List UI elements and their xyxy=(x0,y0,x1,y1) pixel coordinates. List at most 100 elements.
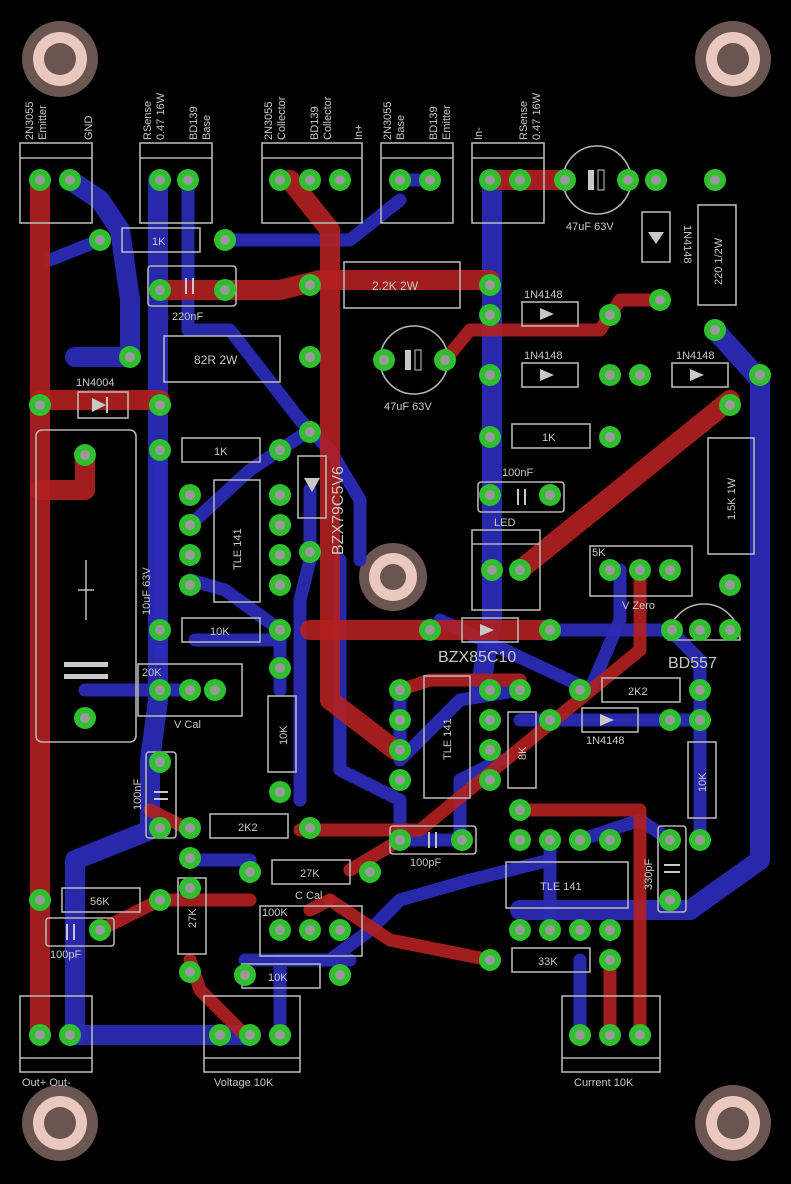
svg-text:1N4004: 1N4004 xyxy=(76,377,115,389)
pad xyxy=(269,439,291,461)
label-rsense-a-sub: 0.47 16W xyxy=(155,92,167,140)
pad xyxy=(299,421,321,443)
svg-text:330pF: 330pF xyxy=(643,859,655,890)
pad xyxy=(269,514,291,536)
connector-2n3055-emitter-gnd xyxy=(19,142,93,224)
mount-hole-top-right xyxy=(695,21,771,97)
svg-text:V Cal: V Cal xyxy=(174,719,201,731)
resistor-2k2-b: 2K2 xyxy=(209,813,289,839)
label-gnd: GND xyxy=(83,116,95,141)
svg-text:27K: 27K xyxy=(300,868,320,880)
pad xyxy=(89,919,111,941)
label-in-minus: In- xyxy=(473,127,485,140)
svg-text:1N4148: 1N4148 xyxy=(681,225,693,264)
svg-text:100pF: 100pF xyxy=(410,857,441,869)
pad xyxy=(479,709,501,731)
mount-hole-bottom-right xyxy=(695,1085,771,1161)
resistor-1k5-1w: 1.5K 1W xyxy=(707,437,755,555)
svg-text:8K: 8K xyxy=(517,746,529,760)
label-bd139-base-sub: Base xyxy=(201,115,213,140)
svg-text:2K2: 2K2 xyxy=(628,686,648,698)
svg-text:1N4148: 1N4148 xyxy=(586,735,625,747)
resistor-10k-a: 10K xyxy=(181,617,261,643)
svg-text:1.5K 1W: 1.5K 1W xyxy=(726,477,738,520)
pad xyxy=(434,349,456,371)
pad xyxy=(149,439,171,461)
pad xyxy=(209,1024,231,1046)
diode-1n4148-b: 1N4148 xyxy=(521,289,579,327)
ic-tle2141-b: TLE 141 xyxy=(423,675,471,799)
label-2n3055-base-sub: Base xyxy=(395,115,407,140)
pad xyxy=(74,444,96,466)
svg-text:220 1/2W: 220 1/2W xyxy=(713,237,725,285)
label-c-cal: C Cal xyxy=(295,890,323,902)
pad xyxy=(554,169,576,191)
pad xyxy=(149,169,171,191)
pad xyxy=(149,394,171,416)
svg-text:100nF: 100nF xyxy=(132,779,144,810)
pad xyxy=(149,619,171,641)
pad xyxy=(539,919,561,941)
pad xyxy=(179,817,201,839)
pad xyxy=(299,919,321,941)
pad xyxy=(479,364,501,386)
pad xyxy=(719,394,741,416)
pad xyxy=(269,1024,291,1046)
pads-layer xyxy=(29,169,771,1046)
pad xyxy=(179,544,201,566)
svg-text:BD557: BD557 xyxy=(668,655,717,672)
pad xyxy=(599,304,621,326)
pad xyxy=(269,169,291,191)
svg-text:TLE 141: TLE 141 xyxy=(540,881,582,893)
pad xyxy=(599,1024,621,1046)
capacitor-100pf-b: 100pF xyxy=(45,917,115,961)
svg-text:220nF: 220nF xyxy=(172,311,203,323)
connector-rsense-bd139-base xyxy=(139,142,213,224)
svg-text:TLE 141: TLE 141 xyxy=(442,718,454,760)
pad xyxy=(269,781,291,803)
label-bd139-collector: BD139 xyxy=(309,106,321,140)
connector-out: Out+ Out- xyxy=(19,995,93,1089)
pad xyxy=(629,559,651,581)
svg-text:56K: 56K xyxy=(90,896,110,908)
resistor-8k: 8K xyxy=(507,711,537,789)
pad xyxy=(389,169,411,191)
pad xyxy=(689,709,711,731)
svg-text:Current 10K: Current 10K xyxy=(574,1077,634,1089)
svg-text:33K: 33K xyxy=(538,956,558,968)
pad xyxy=(451,829,473,851)
pad xyxy=(645,169,667,191)
pad xyxy=(509,559,531,581)
pad xyxy=(509,829,531,851)
pad xyxy=(689,679,711,701)
svg-text:BZX79C5V6: BZX79C5V6 xyxy=(330,466,347,555)
pad xyxy=(419,619,441,641)
svg-text:100K: 100K xyxy=(262,907,288,919)
svg-text:47uF 63V: 47uF 63V xyxy=(384,401,432,413)
resistor-82r-2w: 82R 2W xyxy=(163,335,281,383)
pad xyxy=(59,169,81,191)
pad xyxy=(74,707,96,729)
pad xyxy=(119,346,141,368)
pot-v-zero: 5K V Zero xyxy=(589,545,693,612)
pad xyxy=(539,709,561,731)
pad xyxy=(29,394,51,416)
pad xyxy=(29,889,51,911)
pad xyxy=(389,709,411,731)
svg-text:Voltage 10K: Voltage 10K xyxy=(214,1077,274,1089)
svg-text:2.2K 2W: 2.2K 2W xyxy=(372,279,419,293)
pad xyxy=(509,799,531,821)
pad xyxy=(204,679,226,701)
resistor-220-half-w: 220 1/2W xyxy=(697,204,737,306)
pad xyxy=(704,319,726,341)
pad xyxy=(659,709,681,731)
pad xyxy=(89,229,111,251)
pad xyxy=(214,279,236,301)
resistor-27k-a: 27K xyxy=(271,859,351,885)
label-rsense-b: RSense xyxy=(518,101,530,140)
label-2n3055-base: 2N3055 xyxy=(382,101,394,140)
pad xyxy=(479,949,501,971)
pad xyxy=(269,657,291,679)
pad xyxy=(269,484,291,506)
